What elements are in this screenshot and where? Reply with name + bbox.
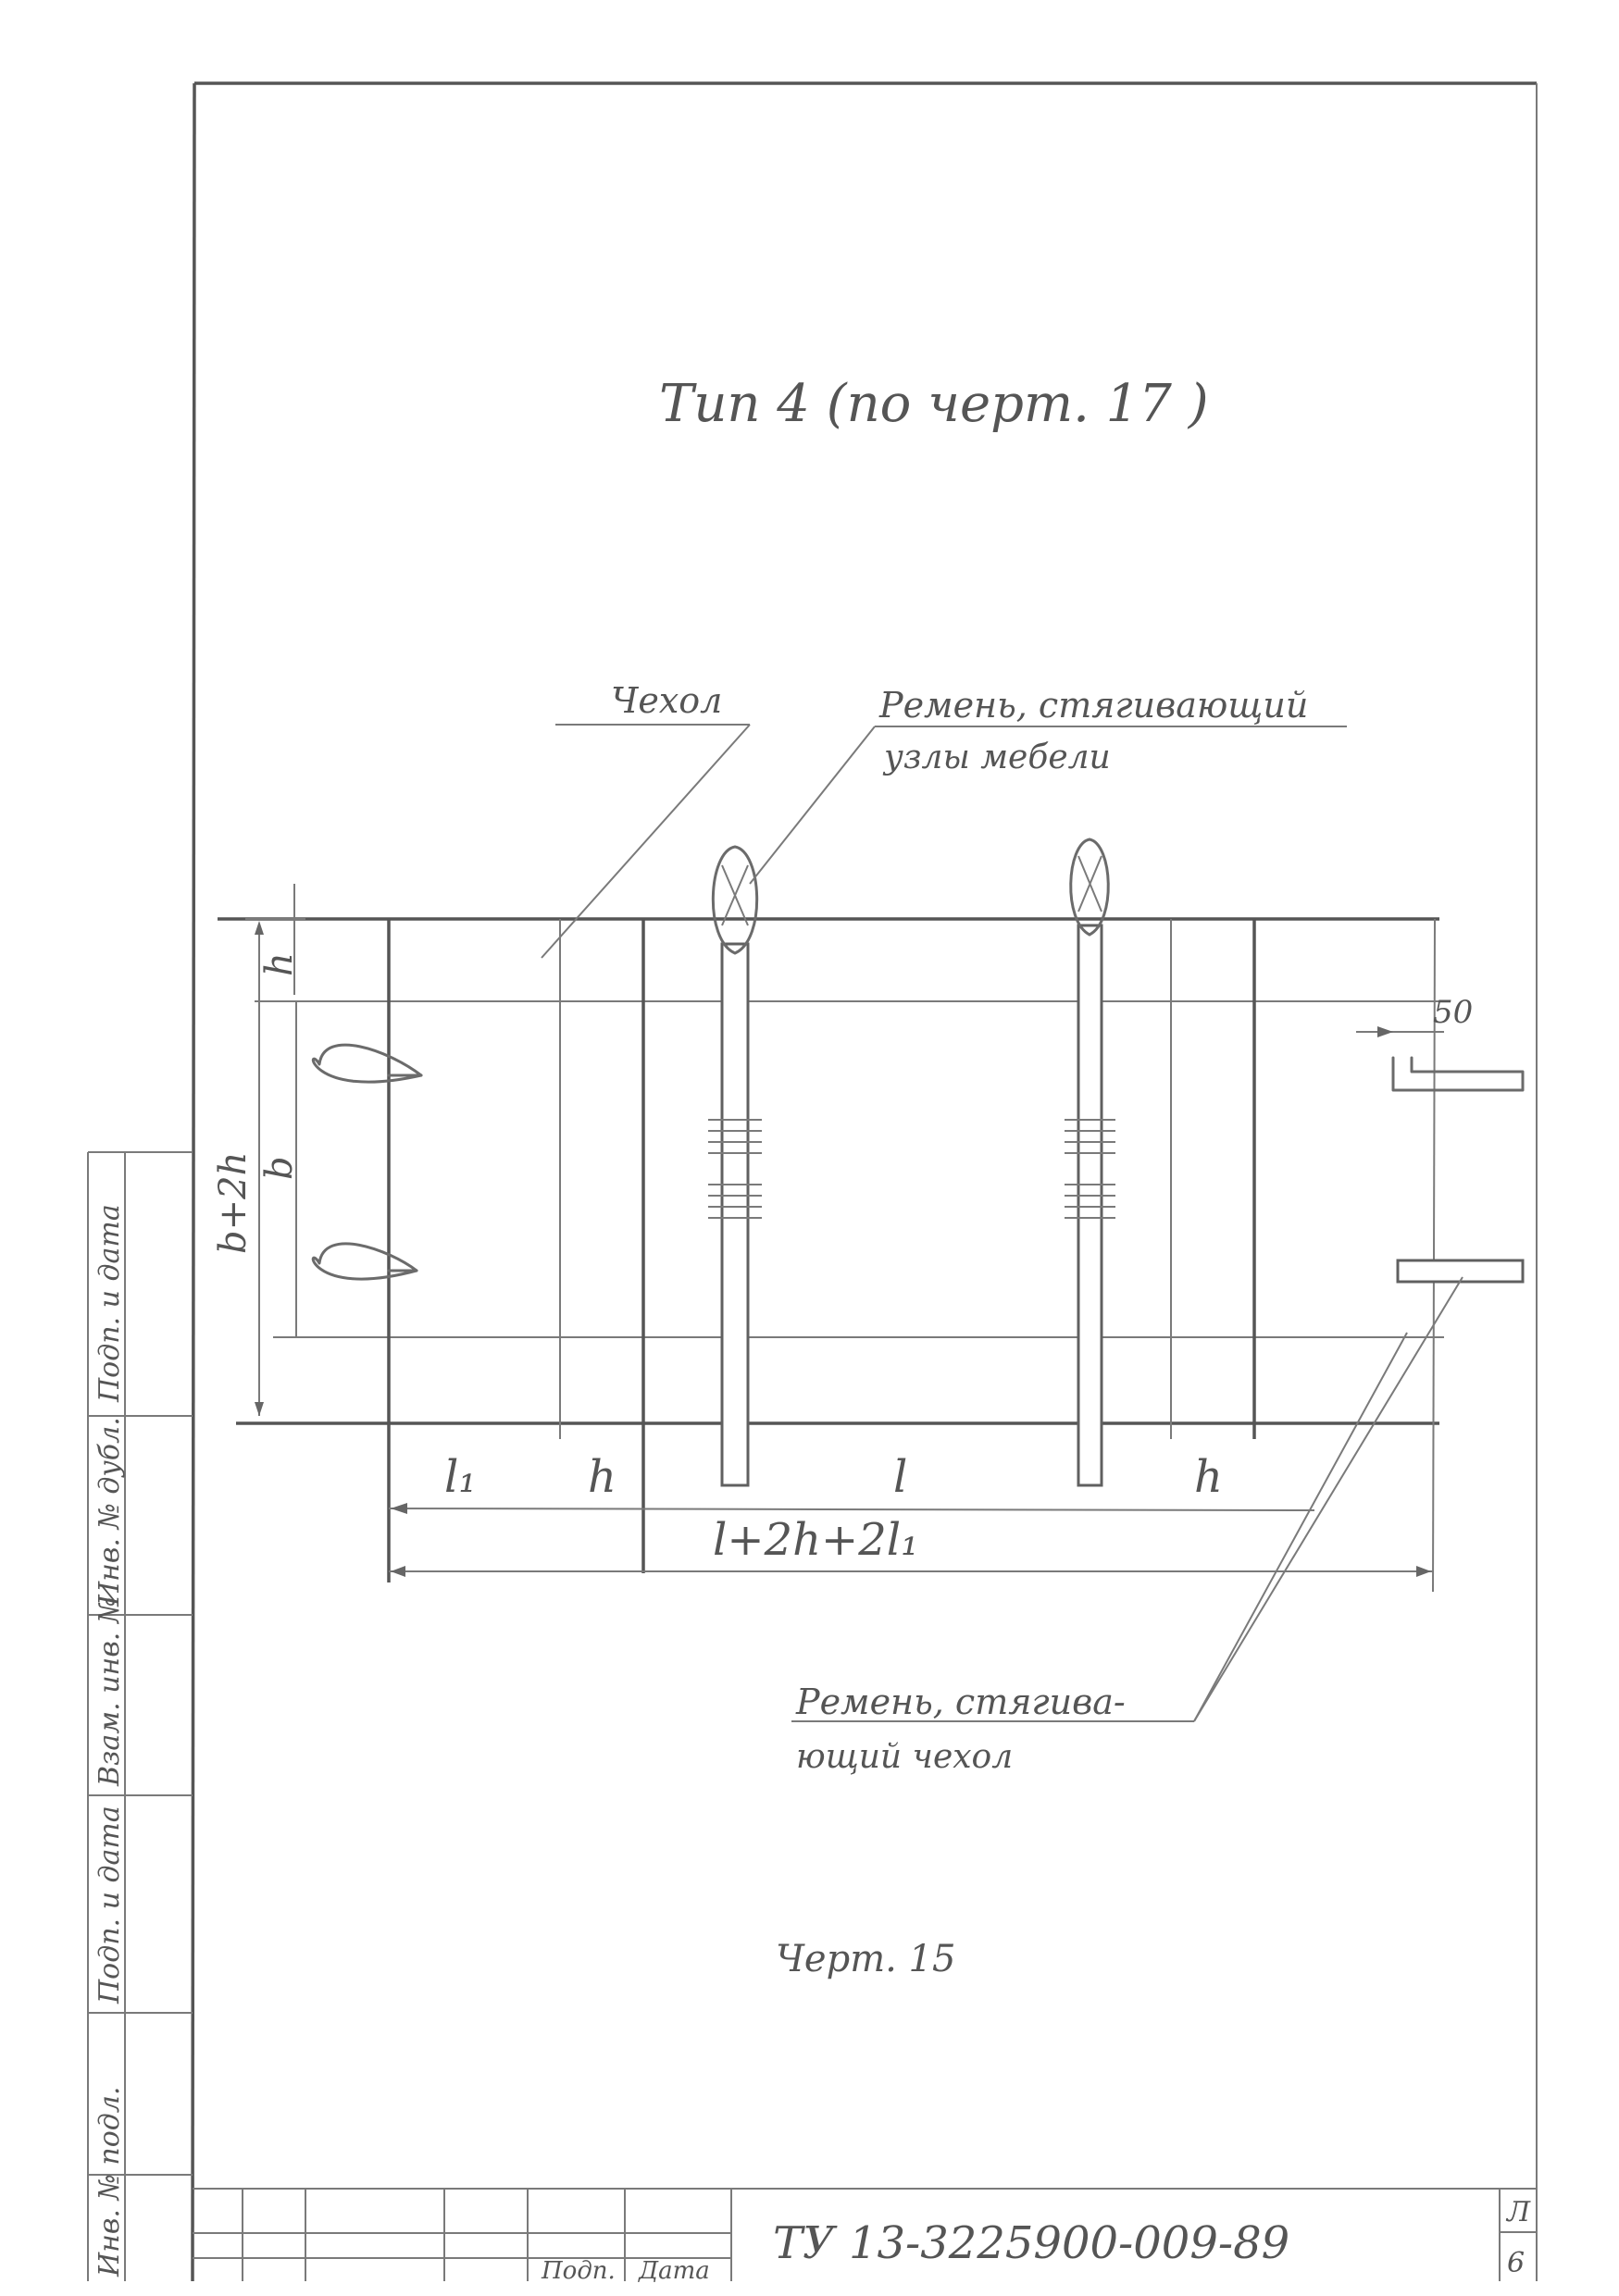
drawing-title: Тип 4 (по черт. 17 ): [659, 374, 1209, 434]
cover-strap-ends: [1391, 1056, 1525, 1284]
drawing-caption: Черт. 15: [776, 1938, 955, 1980]
dim-vertical-h: h: [258, 952, 301, 976]
label-cover: Чехол: [611, 680, 722, 721]
label-strap-furniture-1: Ремень, стягивающий: [878, 685, 1308, 726]
dim-h-right: h: [1194, 1451, 1223, 1503]
sheet-frame: [191, 81, 1538, 2282]
side-label-dup-inv: Инв. № дубл.: [93, 1417, 126, 1607]
sheet-number: 6: [1507, 2247, 1525, 2279]
dim-h-left: h: [588, 1451, 616, 1503]
dim-l1: l₁: [444, 1451, 477, 1503]
dim-total: l+2h+2l₁: [713, 1514, 918, 1566]
furniture-strap-1: [708, 845, 762, 1487]
horizontal-dimensions: l₁ h l h l+2h+2l₁: [388, 1451, 1433, 1577]
title-block-sign-header: Подп.: [541, 2257, 616, 2285]
label-strap-cover-1: Ремень, стягива-: [795, 1682, 1126, 1722]
cover-strap-loops: [311, 1043, 423, 1281]
document-number: ТУ 13-3225900-009-89: [773, 2217, 1289, 2269]
furniture-strap-2: [1065, 838, 1115, 1487]
leader-cover: Чехол: [541, 680, 751, 959]
side-strip: Подп. и дата Инв. № дубл. Взам. инв. № П…: [87, 1151, 193, 2281]
dim-gap: 50: [1433, 994, 1473, 1031]
leader-strap-cover: Ремень, стягива- ющий чехол: [791, 1276, 1463, 1776]
side-label-replace-inv: Взам. инв. №: [93, 1597, 126, 1787]
side-label-orig-inv: Инв. № подл.: [93, 2087, 126, 2277]
dim-vertical-b: b: [258, 1156, 301, 1180]
gap-dimension: 50: [1356, 994, 1473, 1037]
title-block-date-header: Дата: [638, 2257, 710, 2285]
leader-strap-furniture: Ремень, стягивающий узлы мебели: [749, 685, 1347, 885]
label-strap-cover-2: ющий чехол: [796, 1738, 1013, 1776]
side-label-sign-date-2: Подп. и дата: [93, 1806, 126, 2004]
side-label-sign-date-1: Подп. и дата: [93, 1204, 126, 1403]
sheet-label: Л: [1505, 2196, 1531, 2228]
package-outline: [218, 917, 1444, 1593]
dim-l: l: [893, 1451, 907, 1503]
label-strap-furniture-2: узлы мебели: [882, 738, 1111, 776]
title-block: Подп. Дата ТУ 13-3225900-009-89 Л 6: [193, 2188, 1537, 2285]
dim-vertical-total: b+2h: [212, 1152, 255, 1254]
vertical-dimensions: b+2h h b: [212, 884, 305, 1416]
